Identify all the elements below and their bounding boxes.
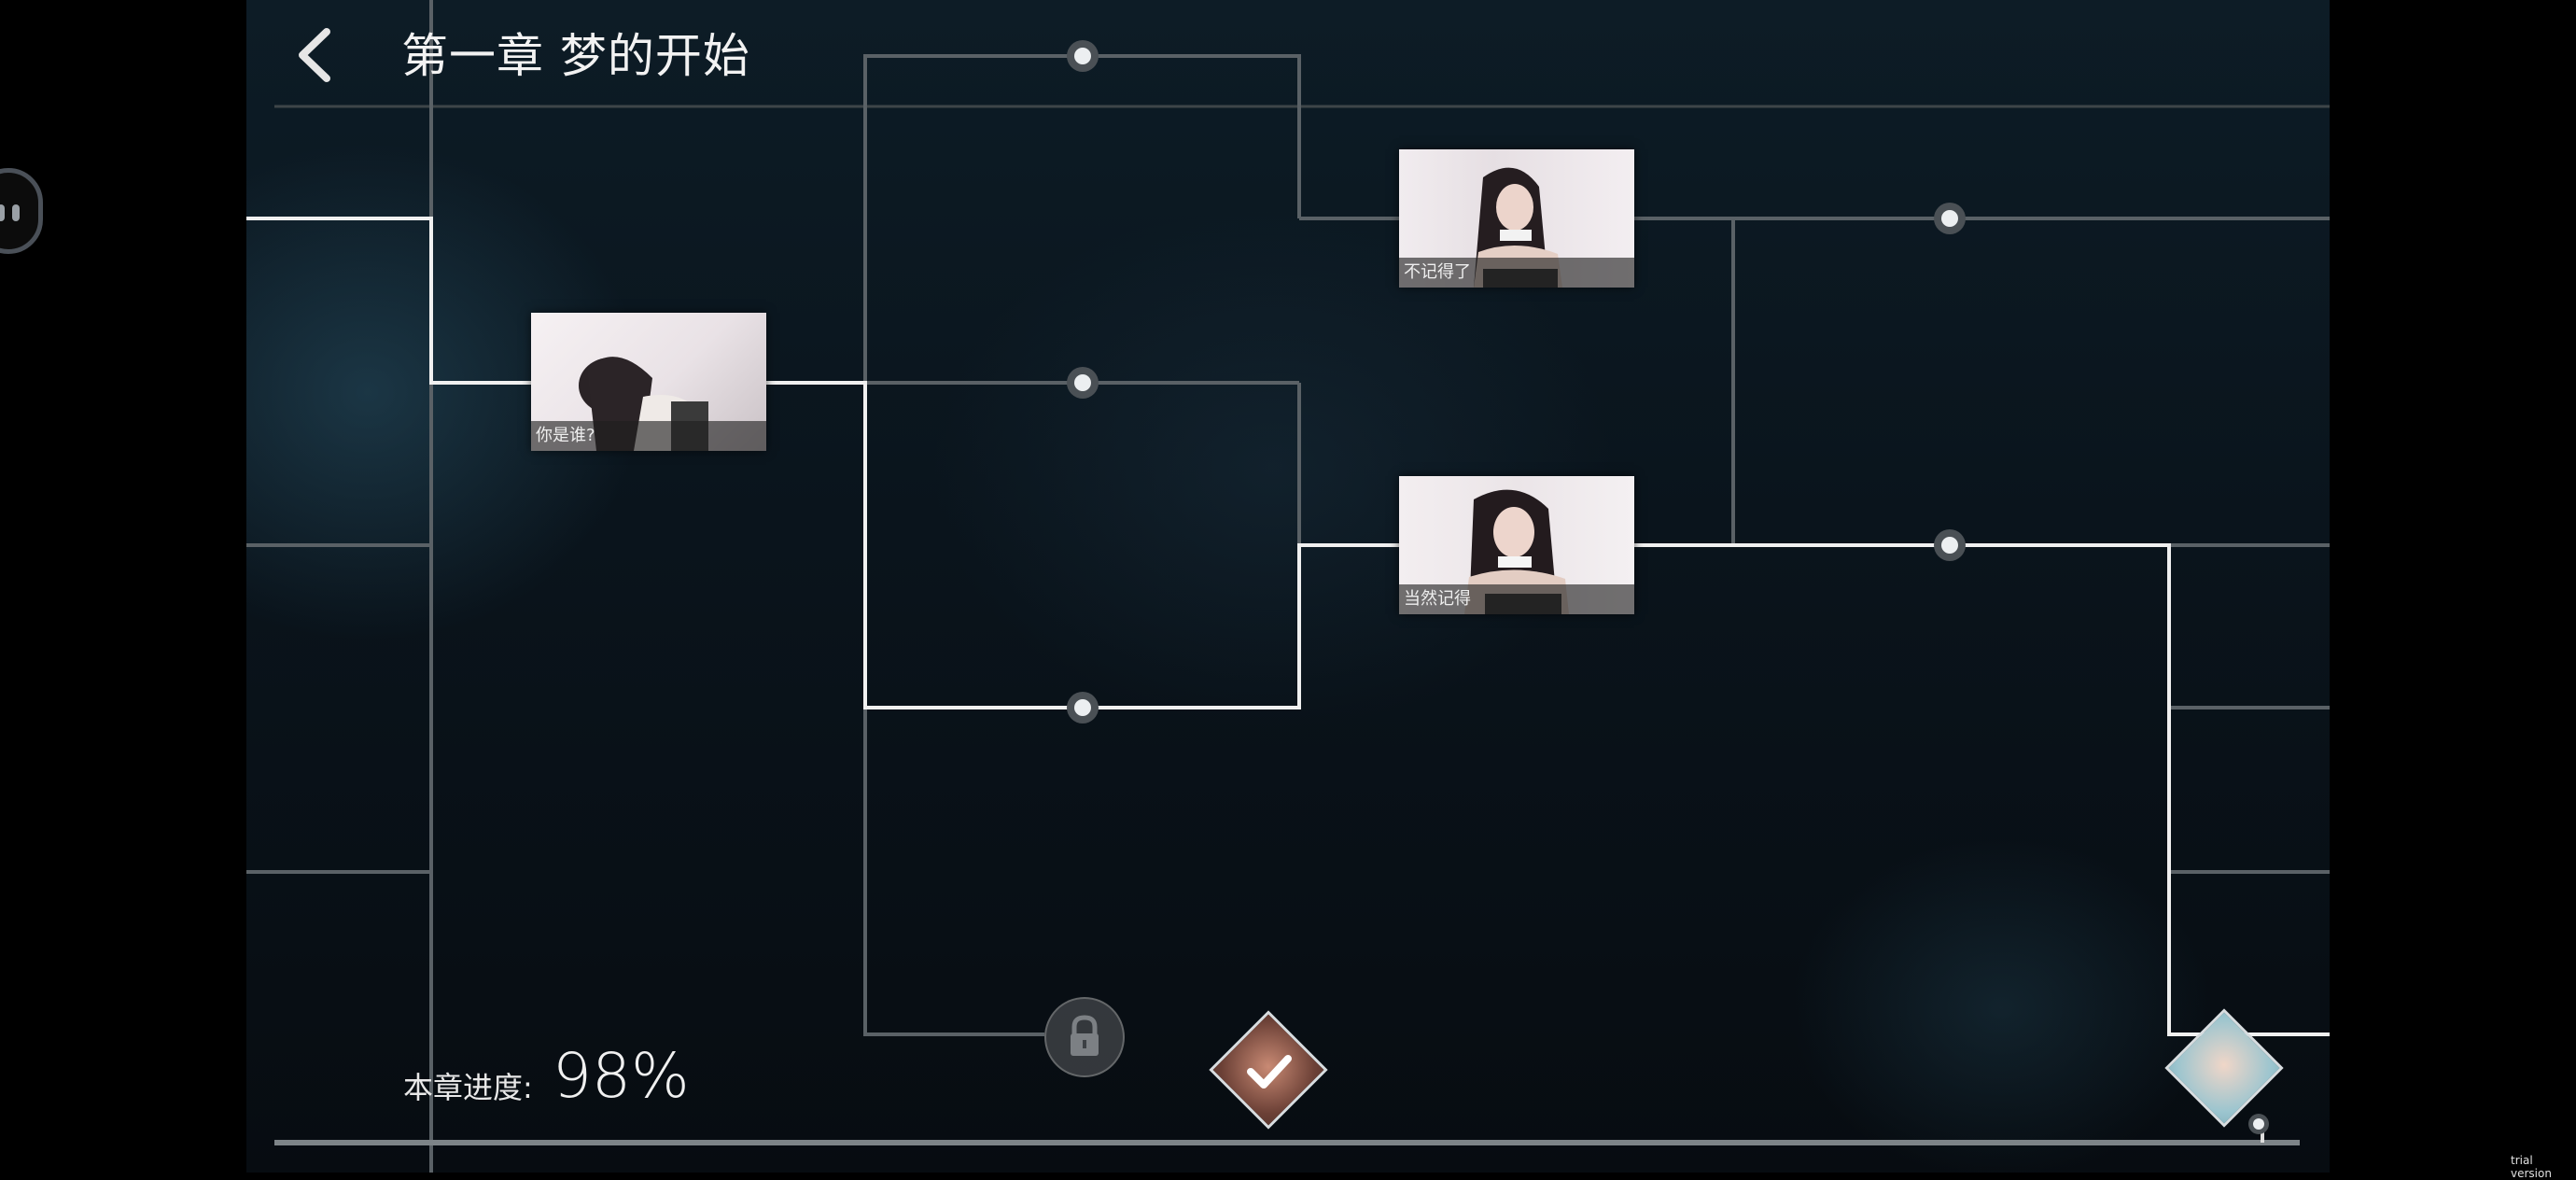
locked-node[interactable] <box>1044 997 1125 1077</box>
path-line <box>1634 543 2330 1036</box>
watermark: trial version <box>2511 1154 2552 1180</box>
branch-points <box>1067 40 2269 1134</box>
path-line <box>246 217 531 385</box>
path-line <box>863 708 1044 1036</box>
game-screen: 第一章 梦的开始 你是谁? 不记得了 <box>246 0 2330 1173</box>
branch-point[interactable] <box>1934 203 1966 234</box>
checkmark-icon <box>1247 1055 1292 1089</box>
progress-value: 98% <box>553 1040 690 1112</box>
story-branch-graph <box>246 0 2330 1173</box>
story-node-card[interactable]: 不记得了 <box>1399 149 1634 288</box>
chapter-title: 第一章 梦的开始 <box>401 29 750 83</box>
branch-point[interactable] <box>1934 529 1966 561</box>
path-line <box>766 381 1399 709</box>
node-caption: 当然记得 <box>1399 584 1634 614</box>
progress-label: 本章进度: <box>403 1070 533 1105</box>
chevron-left-icon <box>299 28 330 82</box>
inactive-paths <box>246 0 2330 1173</box>
assistant-bubble-icon <box>0 204 20 221</box>
back-button[interactable] <box>284 22 349 88</box>
floating-assistant-button[interactable] <box>0 168 43 254</box>
node-caption: 你是谁? <box>531 421 766 451</box>
branch-point[interactable] <box>1067 692 1099 723</box>
branch-point[interactable] <box>2248 1114 2269 1134</box>
node-caption: 不记得了 <box>1399 258 1634 288</box>
story-node-card[interactable]: 你是谁? <box>531 313 766 451</box>
story-node-card[interactable]: 当然记得 <box>1399 476 1634 614</box>
lock-icon <box>1071 1015 1099 1056</box>
branch-point[interactable] <box>1067 40 1099 72</box>
branch-point[interactable] <box>1067 367 1099 399</box>
